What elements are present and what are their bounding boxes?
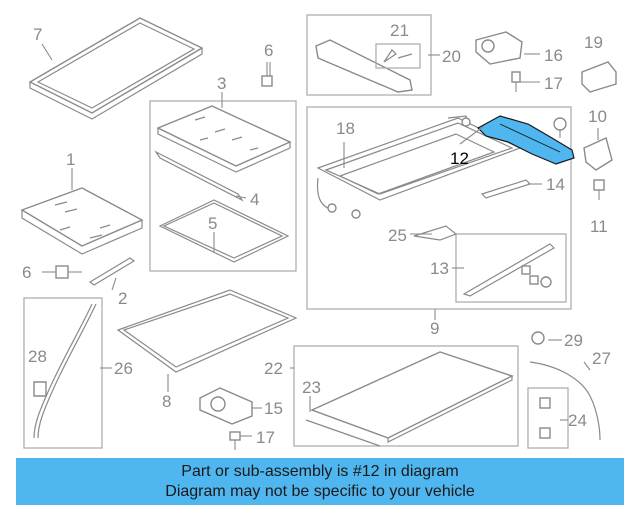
- part-29-clip: [531, 331, 545, 345]
- label-19: 19: [584, 33, 603, 52]
- part-16-motor: [475, 31, 523, 65]
- label-6-upper: 6: [264, 41, 273, 60]
- label-28: 28: [28, 347, 47, 366]
- part-6-bolt-lower: [55, 265, 82, 279]
- part-24-fasteners: [539, 397, 551, 439]
- label-2: 2: [118, 289, 127, 308]
- part-17-bolt-lower: [229, 431, 241, 450]
- label-6-lower: 6: [22, 263, 31, 282]
- label-20: 20: [442, 47, 461, 66]
- frame-assembly-box: [306, 106, 572, 310]
- label-11: 11: [590, 217, 608, 236]
- label-10: 10: [588, 107, 607, 126]
- label-9: 9: [430, 319, 439, 338]
- part-12-shape: [477, 115, 575, 165]
- part-17-bolt-upper: [511, 71, 521, 92]
- part-12-highlighted: [477, 115, 575, 165]
- info-banner: Part or sub-assembly is #12 in diagram D…: [16, 458, 624, 505]
- label-18: 18: [336, 119, 355, 138]
- part-21-clip-set: [375, 43, 421, 69]
- label-26: 26: [114, 359, 133, 378]
- label-24: 24: [568, 411, 587, 430]
- part-23-strip: [305, 419, 381, 447]
- label-29: 29: [564, 331, 583, 350]
- part-3-glass: [156, 105, 292, 173]
- part-14-rail: [480, 179, 532, 199]
- part-22-headliner: [310, 351, 514, 443]
- label-1: 1: [66, 150, 75, 169]
- label-23: 23: [302, 378, 321, 397]
- part-20-trim: [315, 39, 413, 93]
- label-5: 5: [208, 214, 217, 233]
- part-10-bracket: [583, 137, 613, 171]
- label-8: 8: [162, 392, 171, 411]
- label-22: 22: [264, 359, 283, 378]
- part-11-screw: [593, 179, 605, 200]
- part-5-frame: [158, 199, 290, 263]
- part-6-bolt-upper: [261, 62, 273, 87]
- label-7: 7: [33, 25, 42, 44]
- leader-lines: [41, 43, 599, 437]
- screw-near-12: [553, 117, 567, 138]
- label-17-lower: 17: [256, 428, 275, 447]
- part-2-strip: [88, 257, 136, 286]
- label-17-upper: 17: [544, 74, 563, 93]
- banner-line-2: Diagram may not be specific to your vehi…: [165, 483, 475, 500]
- label-3: 3: [217, 74, 226, 93]
- label-16: 16: [544, 46, 563, 65]
- label-15: 15: [264, 399, 283, 418]
- label-4: 4: [250, 190, 259, 209]
- headliner-box: [293, 345, 519, 447]
- part-7-glass-panel: [28, 17, 204, 120]
- part-19-bracket: [581, 61, 617, 93]
- part-13-motor-set: [462, 243, 555, 297]
- drain-hose-box: [23, 297, 103, 449]
- label-25: 25: [388, 226, 407, 245]
- part-28-clip: [33, 381, 47, 397]
- label-13: 13: [430, 259, 449, 278]
- label-21: 21: [390, 21, 409, 40]
- banner-line-1: Part or sub-assembly is #12 in diagram: [181, 463, 459, 480]
- part-26-drain-hose: [33, 303, 93, 439]
- part-8-seal: [116, 289, 298, 373]
- part-27-drain: [529, 361, 601, 441]
- clip-box: [527, 387, 569, 449]
- glass-assembly-box: [149, 100, 297, 272]
- label-14: 14: [546, 175, 565, 194]
- part-15-motor: [199, 387, 253, 425]
- part-25-cable: [413, 225, 458, 241]
- part-1-glass-panel: [20, 187, 144, 255]
- label-12: 12: [450, 149, 469, 168]
- part-4-seal: [154, 150, 244, 202]
- label-27: 27: [592, 349, 611, 368]
